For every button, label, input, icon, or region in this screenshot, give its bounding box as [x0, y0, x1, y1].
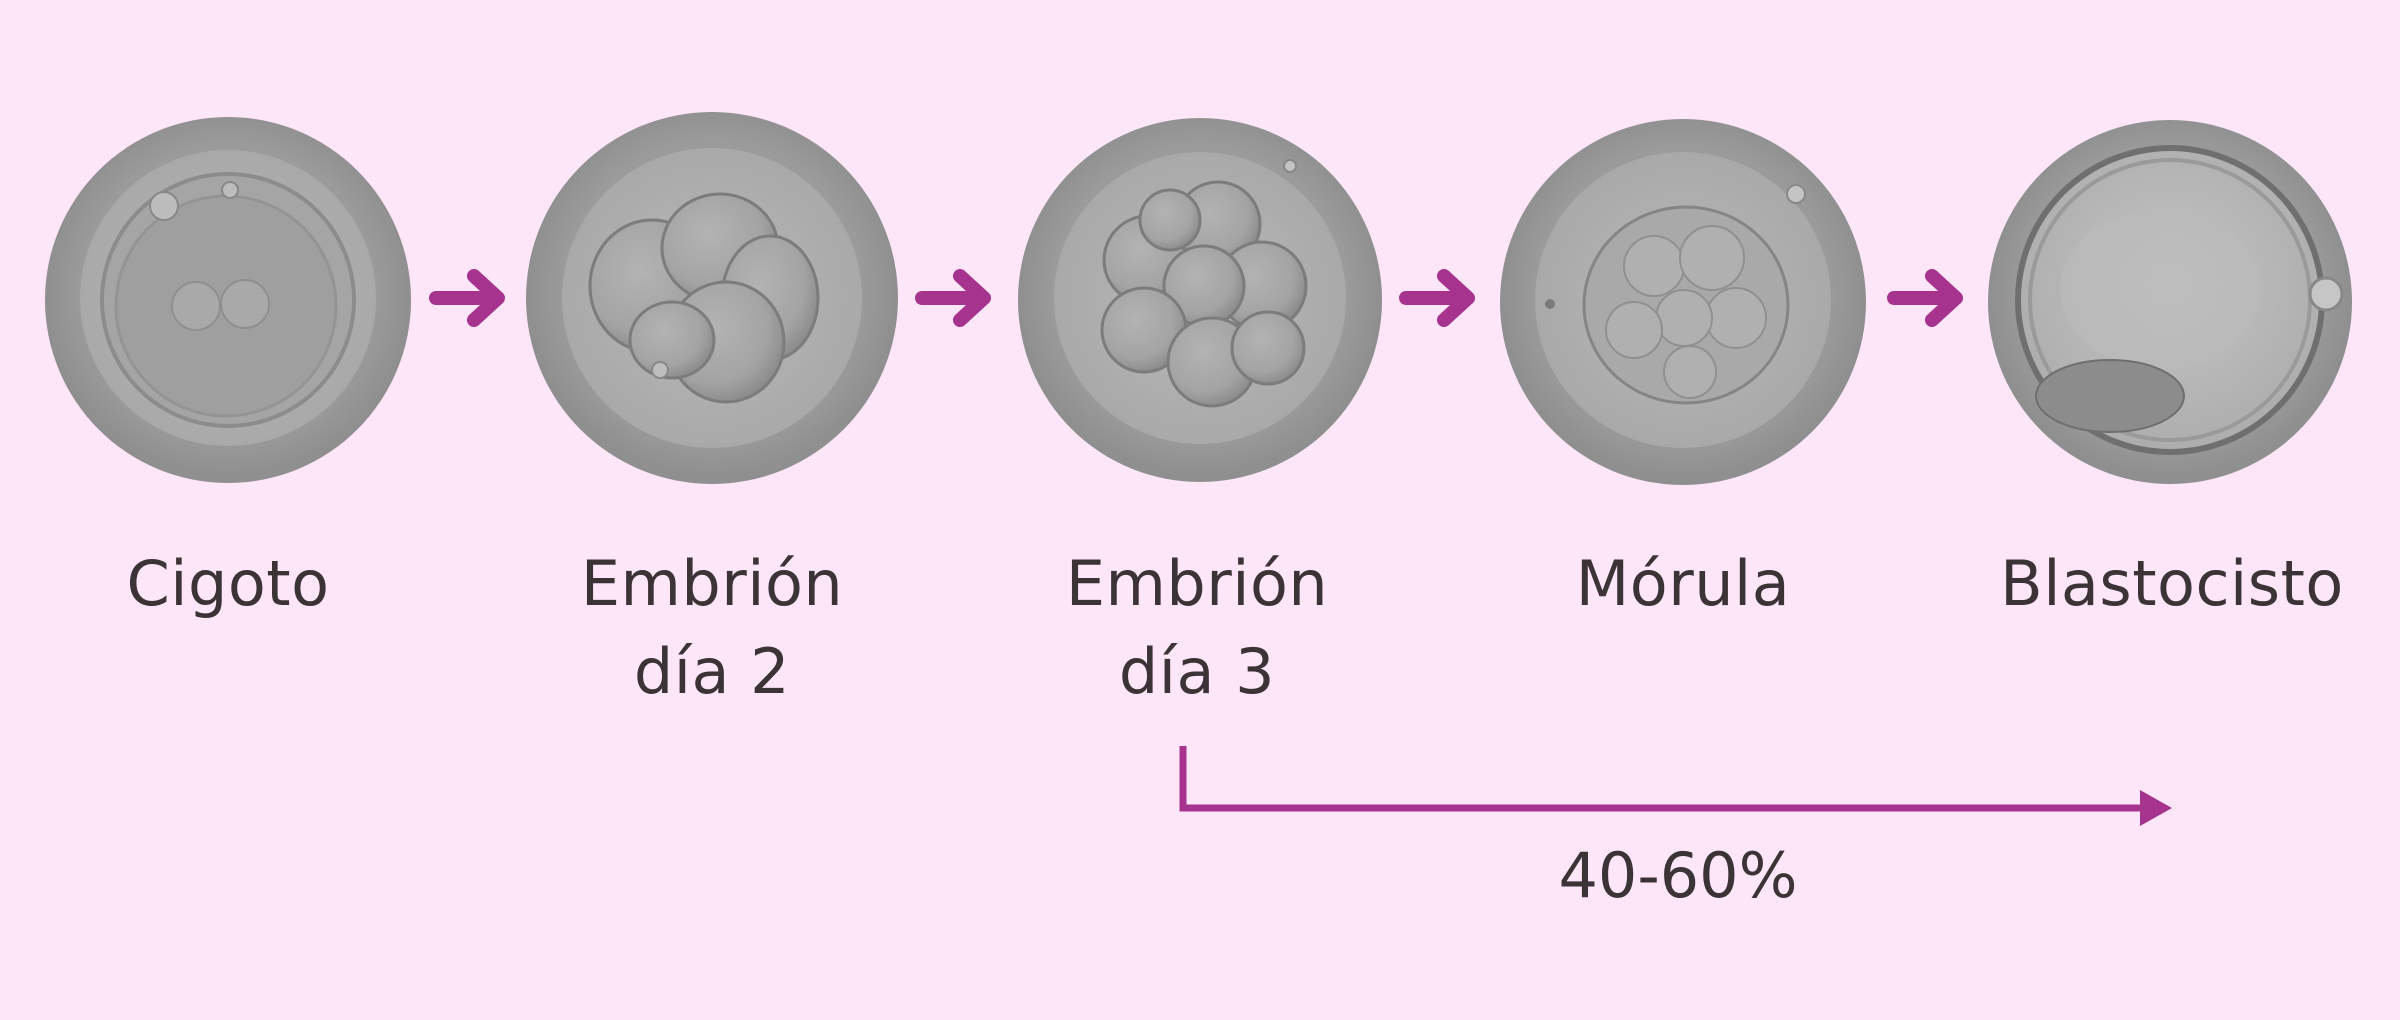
blastocisto-image — [1988, 120, 2352, 484]
arrow-morula-to-blastocisto-icon — [1887, 269, 1963, 327]
morula-image — [1500, 119, 1866, 485]
embrion-dia-2-image — [526, 112, 898, 484]
label-embrion-dia-3-line2: día 3 — [1118, 635, 1276, 708]
arrow-dia3-to-morula-icon — [1399, 269, 1475, 327]
progression-arrowhead-icon — [2140, 790, 2172, 826]
embrion-dia-3-image — [1018, 118, 1382, 482]
label-blastocisto-line1: Blastocisto — [2000, 547, 2344, 620]
cigoto-image — [45, 117, 411, 483]
progression-rate-label: 40-60% — [1558, 839, 1798, 912]
label-morula: Mórula — [1503, 540, 1863, 628]
label-cigoto: Cigoto — [48, 540, 408, 628]
label-embrion-dia-3: Embrión día 3 — [1017, 540, 1377, 716]
arrow-dia2-to-dia3-icon — [915, 269, 991, 327]
label-blastocisto: Blastocisto — [1992, 540, 2352, 628]
label-embrion-dia-2-line1: Embrión — [580, 547, 844, 620]
stage-arrows — [429, 269, 1963, 327]
progression-arrow — [1179, 746, 2172, 826]
label-embrion-dia-2-line2: día 2 — [633, 635, 791, 708]
label-morula-line1: Mórula — [1575, 547, 1791, 620]
label-embrion-dia-3-line1: Embrión — [1065, 547, 1329, 620]
arrow-cigoto-to-dia2-icon — [429, 269, 505, 327]
label-cigoto-line1: Cigoto — [126, 547, 330, 620]
label-embrion-dia-2: Embrión día 2 — [532, 540, 892, 716]
